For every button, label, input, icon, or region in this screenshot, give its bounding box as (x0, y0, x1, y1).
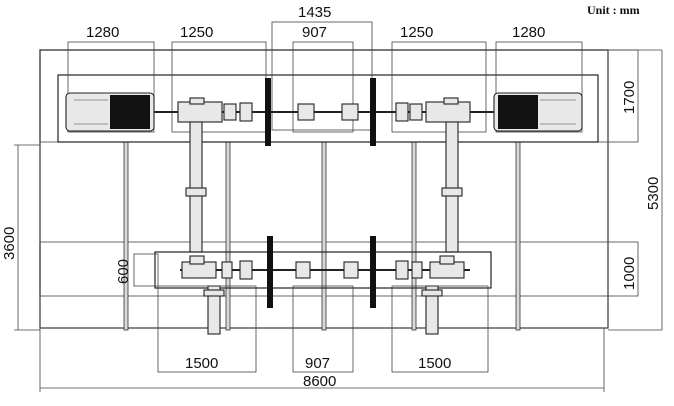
brake-disc-lower-left (267, 236, 273, 308)
gearbox-upper-left (177, 101, 223, 123)
lower-actuators (203, 285, 443, 335)
motor-left (65, 92, 155, 132)
bottom-left-dim-box (157, 285, 257, 373)
bottom-center-dim-box (292, 285, 354, 373)
dim-left-height: 3600 (1, 227, 18, 260)
motor-left-dim-box (67, 41, 155, 133)
dim-right-upper: 1700 (621, 81, 638, 114)
upper-platform (57, 74, 599, 143)
bottom-right-dim-box (391, 285, 489, 373)
lower-platform (154, 251, 492, 289)
connecting-shafts (185, 121, 463, 253)
center-dim-box (292, 41, 354, 133)
dim-bottom-center: 907 (305, 355, 330, 372)
dim-top-gearbox-left: 1250 (180, 24, 213, 41)
dim-right-lower: 1000 (621, 257, 638, 290)
lower-drive-train (180, 236, 470, 308)
dim-right-total: 5300 (645, 177, 662, 210)
dim-top-center-span: 1435 (298, 4, 331, 21)
brake-disc-upper-left (265, 78, 271, 146)
upper-drive-train (154, 78, 494, 146)
dim-bottom-left: 1500 (185, 355, 218, 372)
dim-bottom-total: 8600 (303, 373, 336, 390)
brake-disc-upper-right (370, 78, 376, 146)
dim-left-inner: 600 (115, 259, 132, 284)
motor-right-dim-box (495, 41, 583, 133)
gearbox-upper-right (425, 101, 471, 123)
right-lower-dim-box (607, 241, 639, 297)
dim-bottom-right: 1500 (418, 355, 451, 372)
gearbox-right-dim-box (391, 41, 487, 133)
left-inner-dim-box (133, 253, 159, 287)
brake-disc-lower-right (370, 236, 376, 308)
unit-label: Unit : mm (587, 3, 640, 17)
motor-right (493, 92, 583, 132)
dim-top-motor-right: 1280 (512, 24, 545, 41)
center-span-dim-box (271, 21, 373, 131)
vertical-rails (123, 141, 521, 331)
dim-top-motor-left: 1280 (86, 24, 119, 41)
dim-top-gearbox-right: 1250 (400, 24, 433, 41)
dim-top-center: 907 (302, 24, 327, 41)
